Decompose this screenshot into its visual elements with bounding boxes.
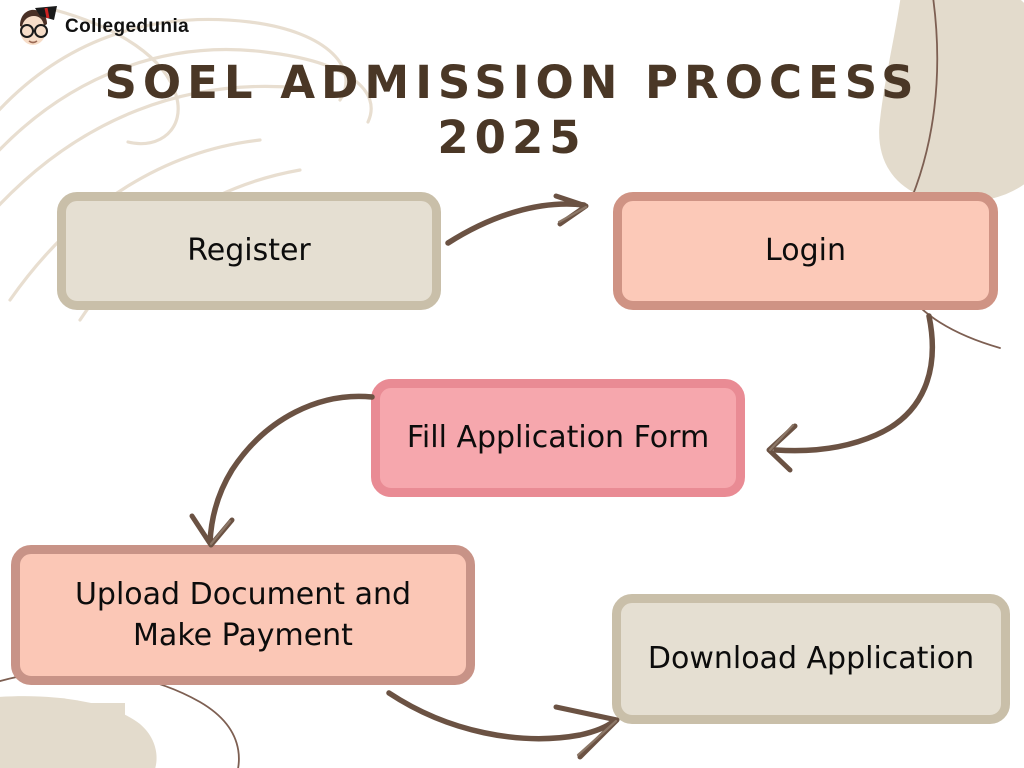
blob-bottom-left-rect — [0, 703, 125, 768]
brand-name: Collegedunia — [65, 16, 190, 37]
page-title-line-1: SOEL ADMISSION PROCESS — [104, 56, 920, 109]
flow-step-upload-document-and-make-payment[interactable]: Upload Document and Make Payment — [11, 545, 475, 685]
connector-fill-form-to-upload — [189, 393, 375, 548]
flow-step-login[interactable]: Login — [613, 192, 998, 310]
brand-logo[interactable]: Collegedunia — [10, 4, 189, 50]
flow-step-fill-application-form-label: Fill Application Form — [406, 420, 710, 456]
blob-bottom-left — [0, 696, 157, 768]
connector-upload-to-download — [386, 690, 620, 760]
flow-step-upload-document-and-make-payment-label: Upload Document and Make Payment — [74, 576, 412, 653]
flow-step-login-label: Login — [765, 233, 846, 269]
flow-step-register-label: Register — [187, 233, 311, 269]
graduation-cap-face-icon — [10, 4, 58, 50]
connector-register-to-login — [445, 193, 589, 246]
flow-step-register[interactable]: Register — [57, 192, 441, 310]
page-title-line-2: 2025 — [437, 110, 587, 164]
flow-step-download-application[interactable]: Download Application — [612, 594, 1010, 724]
page-title: SOEL ADMISSION PROCESS 2025 — [0, 56, 1024, 166]
flow-step-fill-application-form[interactable]: Fill Application Form — [371, 379, 745, 497]
flow-step-download-application-label: Download Application — [647, 641, 975, 677]
connector-login-to-fill-form — [766, 313, 935, 473]
